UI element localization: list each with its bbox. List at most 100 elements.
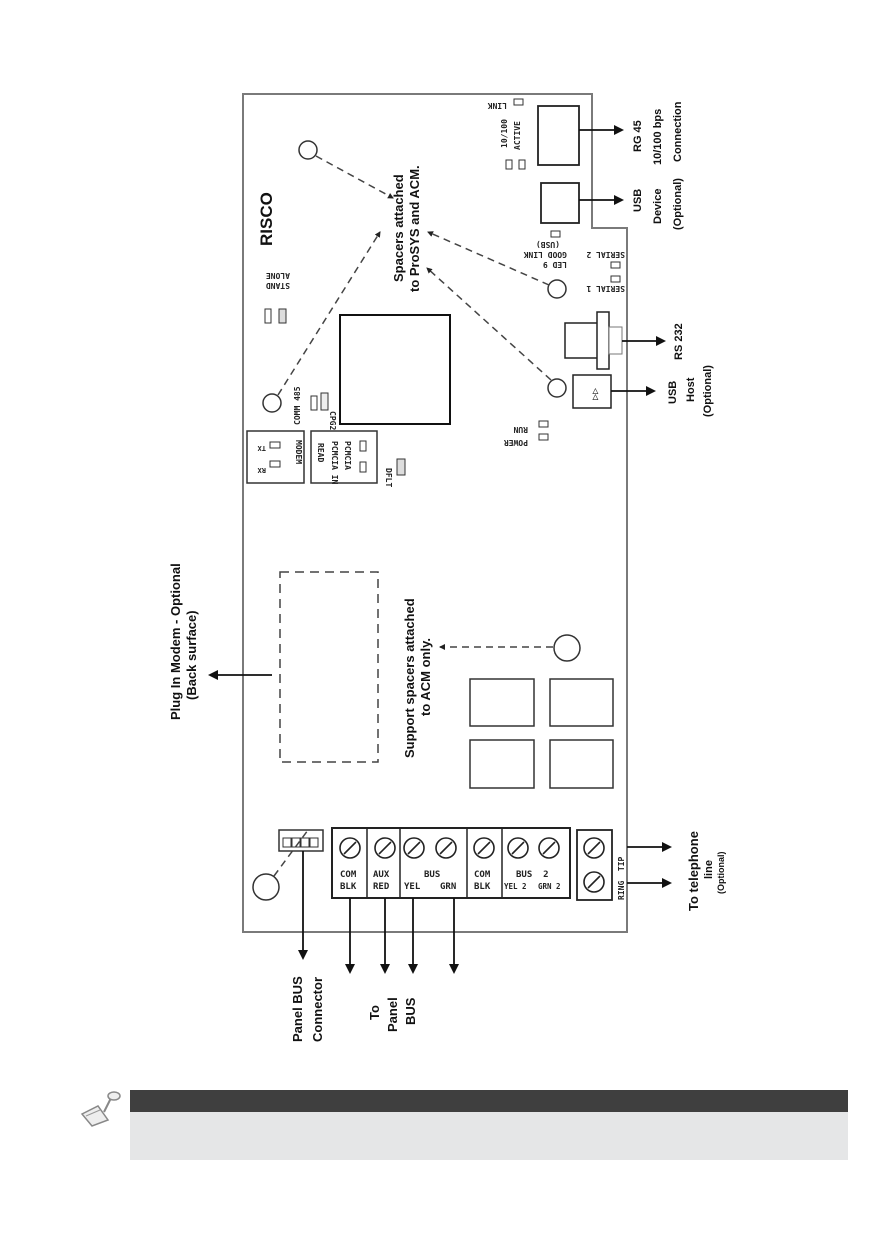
- label-10-100: 10/100: [500, 119, 509, 148]
- label-modem: MODEM: [294, 440, 303, 464]
- relay: [469, 739, 535, 789]
- note-pen-icon: [80, 1091, 121, 1127]
- usb-host-glyph: ▷▷: [590, 388, 601, 400]
- screw-slot: [407, 841, 421, 855]
- to-panel-bus-callout: To: [367, 1005, 382, 1020]
- relay: [549, 739, 614, 789]
- rs232-body: [564, 322, 599, 359]
- rj45-callout: RG 45: [632, 120, 644, 152]
- rs232-pins: [608, 326, 623, 355]
- label-pcmcia-in: PCMCIA IN: [330, 441, 339, 485]
- terminal-label-com2: COM: [474, 870, 491, 880]
- usb-host-callout: Host: [685, 377, 697, 402]
- relay: [549, 678, 614, 727]
- label-comm485: COMM 485: [293, 386, 302, 425]
- board-outline: [242, 93, 628, 933]
- led-serial2: [610, 261, 621, 269]
- terminal-label-aux: AUX: [373, 870, 390, 880]
- label-cpg2: CPG2: [328, 411, 337, 430]
- terminal-label-blk2: BLK: [474, 882, 491, 892]
- spacer-pointer-line: [426, 267, 552, 381]
- screw-slot: [511, 841, 525, 855]
- label-usb: (USB): [536, 240, 560, 249]
- terminal-label-red: RED: [373, 882, 390, 892]
- plug-in-modem-area: [279, 571, 379, 763]
- jumper-stand-alone: [278, 308, 287, 324]
- rj45-callout: 10/100 bps: [652, 109, 664, 165]
- terminal-label-grn2: GRN 2: [538, 882, 561, 891]
- spacer-pointer-line: [277, 231, 381, 396]
- screw-slot: [477, 841, 491, 855]
- led-pcmcia-read: [359, 440, 367, 452]
- jumper-dflt: [396, 458, 406, 476]
- label-good-link: GOOD LINK: [523, 250, 567, 259]
- terminal-label-yel2: YEL 2: [504, 882, 527, 891]
- panel-bus-connector-pins: [282, 837, 319, 848]
- plug-in-modem-callout: Plug In Modem - Optional: [168, 563, 183, 720]
- led-10-100: [505, 159, 513, 170]
- label-run: RUN: [513, 425, 528, 434]
- brand-logo: RISCO: [257, 192, 276, 246]
- telephone-callout: (Optional): [716, 852, 726, 895]
- terminal-label-grn: GRN: [440, 882, 456, 892]
- note-body: [130, 1112, 848, 1160]
- to-panel-bus-callout: BUS: [403, 997, 418, 1025]
- usb-device-callout: Device: [652, 189, 664, 224]
- support-spacers-callout: to ACM only.: [418, 638, 433, 716]
- screw-slot: [343, 841, 357, 855]
- label-active: ACTIVE: [513, 121, 522, 150]
- rj45-jack: [537, 105, 580, 166]
- label-ring-tip: RING TIP: [617, 856, 626, 900]
- label-pcmcia-read: READ: [316, 443, 325, 462]
- usb-device-jack: [540, 182, 580, 224]
- label-pcmcia: PCMCIA: [343, 441, 352, 470]
- spacers-callout-line2: to ProSYS and ACM.: [407, 165, 422, 292]
- terminal-label-yel: YEL: [404, 882, 421, 892]
- led-rx: [269, 460, 281, 468]
- spacer-hole: [547, 279, 567, 299]
- support-spacers-callout: Support spacers attached: [402, 598, 417, 758]
- telephone-callout: line: [703, 860, 715, 879]
- led-pcmcia-in: [359, 461, 367, 473]
- pcmcia-block: [310, 430, 378, 484]
- note-header-bar: [130, 1090, 848, 1112]
- terminal-screws: [339, 837, 560, 859]
- label-stand-alone: ALONE: [266, 271, 290, 280]
- screw-slot: [542, 841, 556, 855]
- jumper-comm485: [320, 392, 329, 411]
- usb-host-callout: (Optional): [702, 365, 714, 417]
- telephone-callout: To telephone: [686, 831, 701, 911]
- led-link: [513, 98, 524, 106]
- spacer-hole: [298, 140, 318, 160]
- usb-host-jack: [572, 374, 612, 409]
- panel-bus-connector-callout: Panel BUS: [290, 976, 305, 1042]
- spacer-pointer-line: [427, 231, 550, 286]
- spacer-pointer-line: [273, 829, 309, 877]
- label-serial1: SERIAL 1: [586, 284, 625, 293]
- led-good-link: [550, 230, 561, 238]
- screw-slot: [439, 841, 453, 855]
- note-box: [74, 1088, 854, 1168]
- label-dflt: DFLT: [384, 468, 393, 487]
- modem-block: [246, 430, 305, 484]
- main-chip: [339, 314, 451, 425]
- spacer-hole: [547, 378, 567, 398]
- relay: [469, 678, 535, 727]
- terminal-label-blk: BLK: [340, 882, 357, 892]
- phone-terminal-screws: [583, 837, 605, 893]
- usb-device-callout: (Optional): [672, 178, 684, 230]
- rs232-flange: [596, 311, 610, 370]
- plug-in-modem-callout: (Back surface): [184, 610, 199, 700]
- screw-slot: [378, 841, 392, 855]
- led-run: [538, 420, 549, 428]
- spacer-hole: [553, 634, 581, 662]
- label-stand-alone: STAND: [266, 281, 290, 290]
- usb-device-callout: USB: [632, 189, 644, 212]
- jumper-comm485: [310, 395, 318, 411]
- led-tx: [269, 441, 281, 449]
- screw-slot: [587, 841, 601, 855]
- label-led9: LED 9: [543, 260, 567, 269]
- jumper-stand-alone: [264, 308, 272, 324]
- spacer-pointer-line: [315, 155, 394, 199]
- panel-bus-connector-callout: Connector: [310, 977, 325, 1042]
